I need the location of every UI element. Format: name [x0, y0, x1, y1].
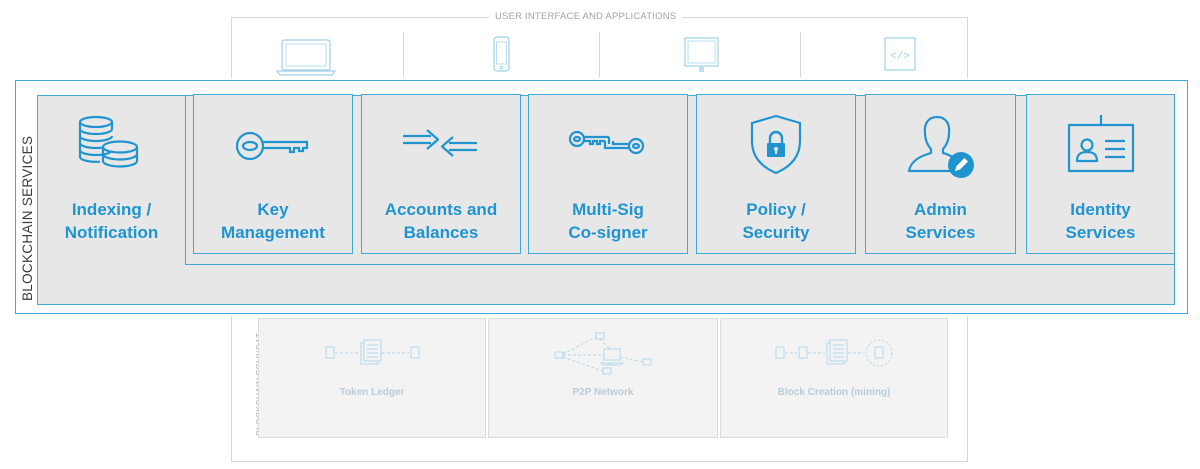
- service-indexing-notification: Indexing / Notification: [38, 95, 185, 265]
- block-creation-card: Block Creation (mining): [720, 318, 948, 438]
- token-ledger-label: Token Ledger: [339, 387, 405, 398]
- service-accounts-balances: Accounts and Balances: [361, 94, 521, 254]
- svg-text:</>: </>: [890, 51, 910, 63]
- service-label: Policy / Security: [742, 200, 810, 242]
- service-label: Indexing / Notification: [64, 200, 159, 242]
- block-creation-label: Block Creation (mining): [777, 387, 891, 398]
- service-admin: Admin Services: [865, 94, 1016, 254]
- kiosk-icon: [684, 37, 719, 72]
- p2p-network-label: P2P Network: [572, 387, 634, 398]
- key-icon: [235, 131, 309, 161]
- blockchain-services-label: BLOCKCHAIN SERVICES: [20, 135, 35, 301]
- code-icon: </>: [884, 37, 916, 71]
- laptop-icon: [276, 39, 337, 76]
- service-key-management: Key Management: [193, 94, 353, 254]
- multi-key-icon: [568, 130, 645, 155]
- coins-stack-icon: [78, 115, 138, 168]
- service-policy-security: Policy / Security: [696, 94, 856, 254]
- service-multi-sig: Multi-Sig Co-signer: [528, 94, 688, 254]
- frame-notch-line: [185, 264, 1175, 265]
- service-label: Accounts and Balances: [384, 200, 498, 242]
- exchange-arrows-icon: [403, 129, 477, 157]
- service-label: Admin Services: [905, 200, 976, 242]
- network-icon: [554, 332, 652, 375]
- frame-notch-line: [185, 95, 186, 265]
- service-label: Multi-Sig Co-signer: [568, 200, 648, 242]
- p2p-network-card: P2P Network: [488, 318, 718, 438]
- service-identity: Identity Services: [1026, 94, 1175, 254]
- ui-divider: [599, 32, 600, 77]
- ledger-icon: [325, 339, 420, 365]
- ui-applications-title: USER INTERFACE AND APPLICATIONS: [489, 11, 683, 22]
- service-label: Identity Services: [1065, 200, 1136, 242]
- service-label: Key Management: [221, 200, 325, 242]
- blockchain-foundation-panel: [231, 316, 968, 462]
- ui-divider: [403, 32, 404, 77]
- token-ledger-card: Token Ledger: [258, 318, 486, 438]
- id-badge-icon: [1067, 115, 1134, 173]
- phone-icon: [493, 36, 510, 72]
- mining-icon: [775, 339, 893, 367]
- blockchain-foundation-label: BLOCKCHAIN FOUNDAT: [240, 318, 264, 436]
- ui-divider: [800, 32, 801, 77]
- shield-lock-icon: [750, 114, 802, 175]
- admin-user-icon: [907, 115, 974, 178]
